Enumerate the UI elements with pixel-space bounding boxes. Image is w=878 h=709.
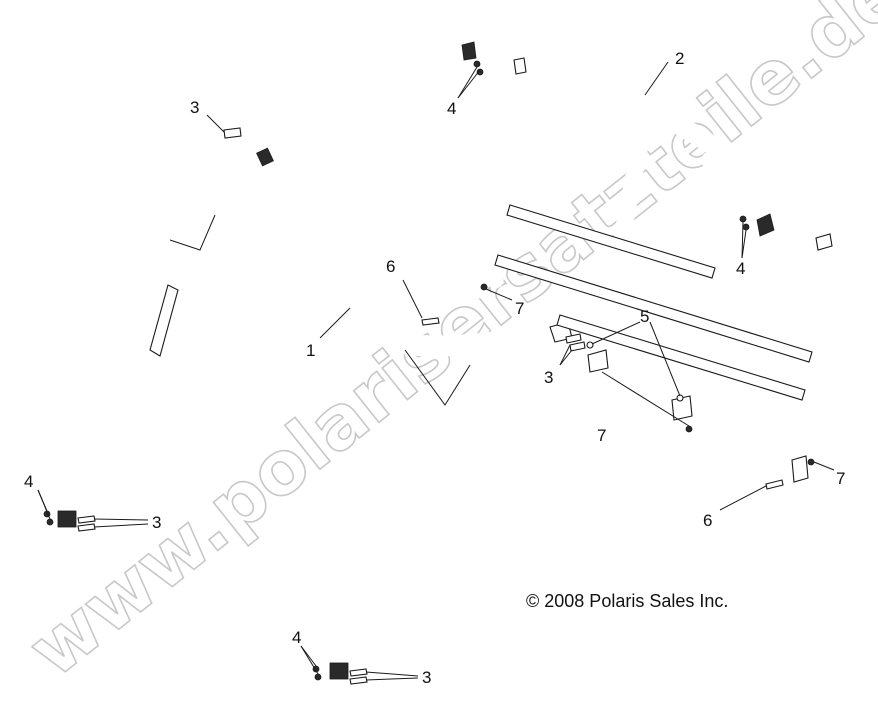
callout-4-bottom: 4	[292, 628, 301, 647]
callout-4-right: 4	[736, 259, 745, 278]
foot-plate-left	[57, 510, 77, 528]
callout-2: 2	[675, 49, 684, 68]
washer-5-a	[586, 341, 594, 349]
callout-6-left: 6	[386, 257, 395, 276]
nut-4-right-a	[739, 215, 747, 223]
slat-middle	[494, 254, 813, 363]
callout-3-top: 3	[190, 98, 199, 117]
nut-4-top-a	[473, 60, 481, 68]
callout-7-top: 7	[515, 299, 524, 318]
corner-bracket	[256, 147, 274, 167]
bolt-6-left	[421, 317, 440, 326]
nut-4-bottom-b	[314, 673, 322, 681]
copyright-notice: © 2008 Polaris Sales Inc.	[526, 591, 728, 611]
nut-4-top-b	[476, 68, 484, 76]
callout-labels: 1 2 3 3 3 3 4 4 4 4 5 6 6 7 7 7	[24, 49, 845, 687]
callout-3-middle: 3	[544, 368, 553, 387]
front-cab-frame	[57, 147, 573, 680]
rear-foot-mid	[671, 395, 693, 421]
rear-top-bracket	[461, 41, 477, 61]
slat-lower	[556, 314, 806, 401]
leader-lines	[37, 61, 835, 681]
callout-1: 1	[306, 341, 315, 360]
nut-7-right	[807, 458, 815, 466]
rear-foot-left	[587, 349, 609, 373]
slat-top	[506, 204, 716, 279]
rear-right-plate	[756, 213, 775, 237]
rear-foot-right	[791, 455, 809, 483]
callout-3-bottom: 3	[422, 668, 431, 687]
callout-7-right: 7	[836, 469, 845, 488]
rear-cab-frame	[431, 17, 842, 483]
callout-5: 5	[640, 307, 649, 326]
callout-7-middle: 7	[597, 426, 606, 445]
callout-4-top: 4	[447, 99, 456, 118]
nut-4-right-b	[742, 223, 750, 231]
callout-6-right: 6	[703, 511, 712, 530]
nut-7-mid	[685, 425, 693, 433]
callout-4-left: 4	[24, 472, 33, 491]
callout-3-left: 3	[152, 513, 161, 532]
nut-4-left-b	[46, 518, 54, 526]
nut-7-top	[480, 283, 488, 291]
bolt-6-right	[765, 479, 784, 490]
foot-plate-right	[329, 662, 349, 680]
side-panel	[149, 284, 179, 357]
